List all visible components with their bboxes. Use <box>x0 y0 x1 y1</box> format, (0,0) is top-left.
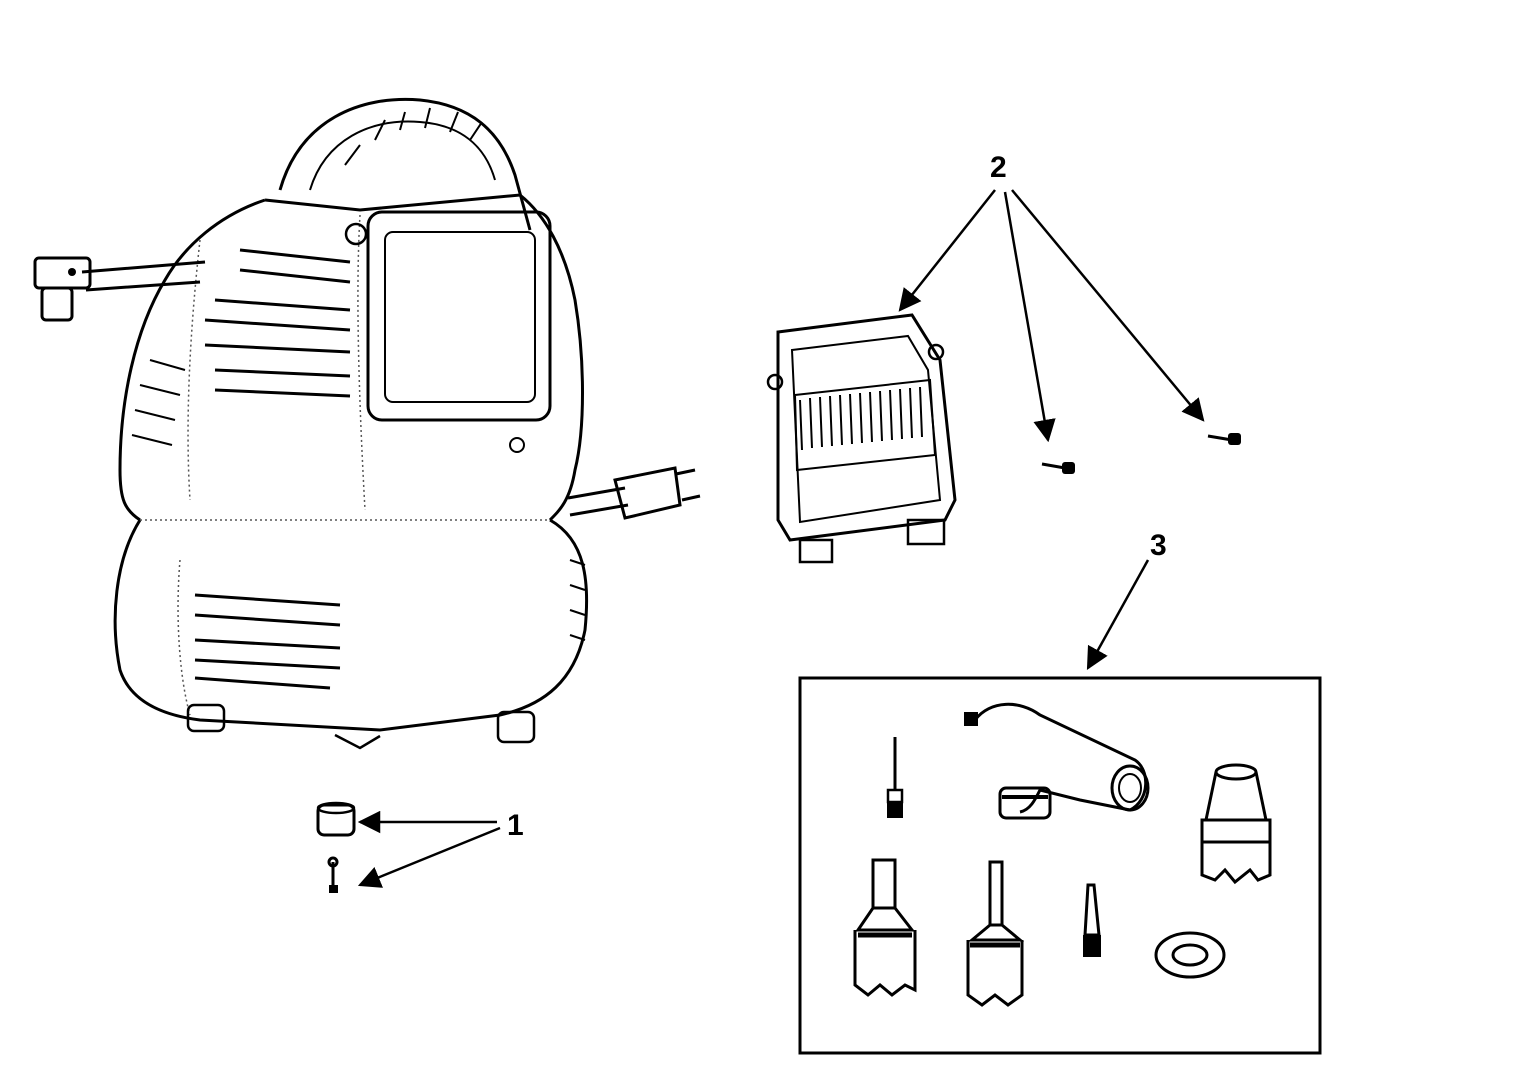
nozzle-adapter-b <box>966 860 1025 1007</box>
cover-screw-left <box>1041 462 1075 474</box>
foot-screw <box>327 856 339 893</box>
nozzle-adapter-a <box>853 858 917 997</box>
rubber-foot <box>316 803 356 837</box>
part-3-accessory-kit <box>798 559 1322 1055</box>
inflation-needle <box>886 737 904 818</box>
tapered-nozzle <box>1083 883 1101 957</box>
cover-screw-right <box>1207 433 1241 445</box>
rubber-washer <box>1154 931 1226 979</box>
part-2-front-cover-and-screws <box>766 189 1241 564</box>
swivel-air-chuck <box>964 702 1150 820</box>
accessory-kit-box <box>798 676 1322 1055</box>
cone-adapter-large <box>1200 763 1272 885</box>
callout-3: 3 <box>1150 529 1167 562</box>
callout-1: 1 <box>507 809 524 842</box>
part-1-foot-and-screw <box>316 801 501 893</box>
callout-2: 2 <box>990 151 1007 184</box>
air-compressor-body <box>33 97 701 750</box>
